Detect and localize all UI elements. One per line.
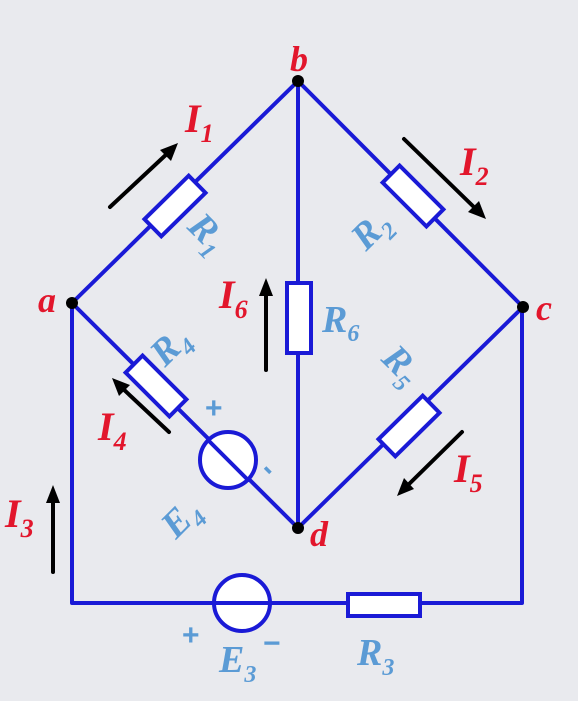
current-label-i3: I3 [4, 491, 34, 543]
resistor-label-r5: R5 [369, 336, 430, 397]
node-label-a: a [38, 280, 56, 320]
source-e3-minus-sign: − [263, 627, 281, 660]
current-arrows [46, 137, 486, 574]
svg-text:E4: E4 [152, 490, 213, 551]
source-e4 [198, 430, 258, 490]
source-e3-plus-sign: + [182, 619, 200, 652]
sources [198, 430, 272, 633]
node-label-b: b [290, 39, 308, 79]
current-labels: I1 I2 I6 I4 I5 I3 [4, 96, 489, 543]
resistor-label-r6: R6 [321, 299, 359, 347]
arrow-i1 [108, 143, 178, 209]
resistor-r3 [346, 592, 422, 618]
resistor-r5 [375, 392, 443, 460]
resistor-r6 [285, 281, 313, 355]
current-label-i5: I5 [453, 446, 483, 498]
wire-a-d [70, 301, 300, 530]
source-e4-minus-sign: - [254, 454, 284, 484]
node-label-d: d [310, 514, 329, 554]
svg-text:R5: R5 [369, 336, 430, 397]
arrow-i6 [259, 278, 273, 372]
current-label-i1: I1 [184, 96, 214, 148]
wire-outer-loop [70, 301, 524, 605]
arrow-i4 [112, 378, 171, 434]
current-label-i4: I4 [97, 404, 127, 456]
current-label-i2: I2 [459, 139, 489, 191]
source-label-e4: E4 [152, 490, 213, 551]
node-b-dot [292, 75, 304, 87]
node-d-dot [292, 522, 304, 534]
source-e4-plus-sign: + [205, 392, 223, 425]
resistor-label-r2: R2 [342, 202, 403, 263]
arrow-i3 [46, 485, 60, 574]
node-c-dot [517, 301, 529, 313]
node-label-c: c [536, 288, 552, 328]
resistor-label-r3: R3 [356, 632, 394, 681]
source-label-e3: E3 [218, 639, 256, 688]
resistors [122, 162, 447, 618]
node-a-dot [66, 297, 78, 309]
node-dots [66, 75, 529, 534]
source-e3 [212, 573, 272, 633]
node-labels: b a c d [38, 39, 552, 554]
resistor-r2 [379, 162, 447, 230]
resistor-r1 [141, 172, 209, 240]
current-label-i6: I6 [218, 272, 248, 324]
arrow-i5 [397, 430, 464, 496]
svg-text:R2: R2 [342, 202, 403, 263]
resistor-r4 [122, 352, 190, 420]
arrow-i2 [402, 137, 486, 219]
